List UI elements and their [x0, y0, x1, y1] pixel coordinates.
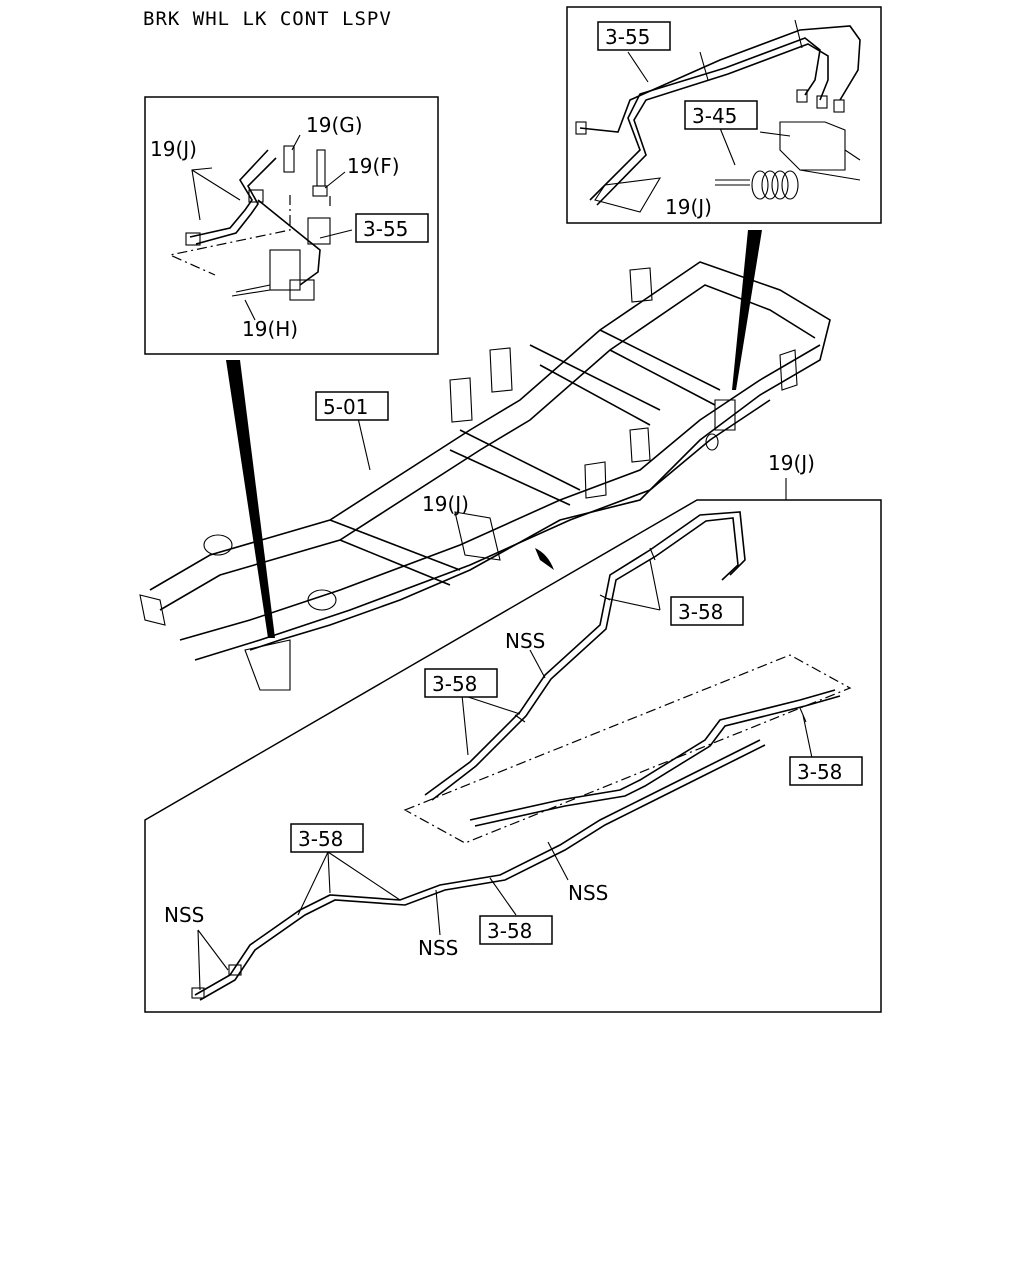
ref-box-3-58-c [789, 756, 863, 786]
ref-box-3-45 [684, 100, 758, 130]
callout-nss-d: NSS [418, 936, 458, 960]
callout-19f: 19(F) [347, 154, 400, 178]
ref-3-58-d: 3-58 [298, 827, 343, 851]
chassis-frame [139, 261, 831, 691]
callout-19h: 19(H) [242, 317, 298, 341]
ref-3-58-c: 3-58 [797, 760, 842, 784]
callout-19j-right: 19(J) [665, 195, 712, 219]
ref-5-01: 5-01 [323, 395, 368, 419]
callout-19j-lines: 19(J) [768, 451, 815, 475]
ref-3-45: 3-45 [692, 104, 737, 128]
callout-nss-b: NSS [568, 881, 608, 905]
ref-box-3-55-right [597, 21, 671, 51]
ref-box-3-55-left [355, 213, 429, 243]
callout-nss-c: NSS [164, 903, 204, 927]
pointer-wedge-right [732, 230, 762, 390]
ref-box-3-58-a [670, 596, 744, 626]
ref-box-5-01 [315, 391, 389, 421]
ref-box-3-58-e [479, 915, 553, 945]
ref-3-55-left: 3-55 [363, 217, 408, 241]
ref-3-58-b: 3-58 [432, 672, 477, 696]
ref-3-55-right: 3-55 [605, 25, 650, 49]
brake-lines-box [144, 499, 882, 1013]
ref-box-3-58-b [424, 668, 498, 698]
ref-3-58-e: 3-58 [487, 919, 532, 943]
ref-3-58-a: 3-58 [678, 600, 723, 624]
pointer-wedge-left [226, 360, 275, 638]
page-title: BRK WHL LK CONT LSPV [143, 8, 392, 30]
ref-box-3-58-d [290, 823, 364, 853]
callout-19j-frame: 19(J) [422, 492, 469, 516]
callout-19j-left: 19(J) [150, 137, 197, 161]
callout-19g: 19(G) [306, 113, 363, 137]
callout-nss-a: NSS [505, 629, 545, 653]
